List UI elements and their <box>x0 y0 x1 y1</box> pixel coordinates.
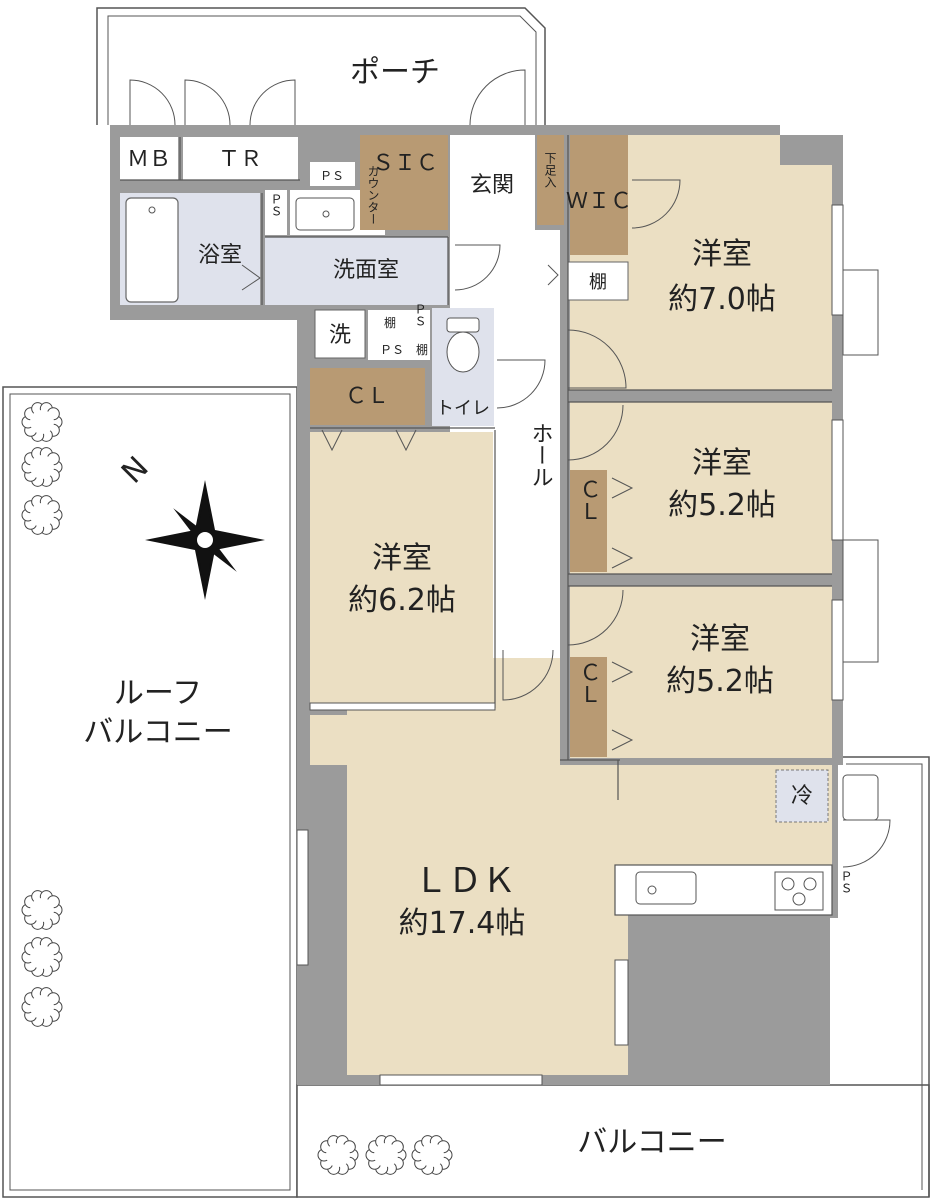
wic-label: ＷＩＣ <box>566 189 632 214</box>
shelf-2-label: 棚 <box>416 342 428 357</box>
room-b-size: 約5.2帖 <box>668 488 776 523</box>
entrance-floor <box>450 135 535 230</box>
fridge-space <box>775 769 829 823</box>
north-arrow <box>145 480 265 600</box>
plant-4 <box>21 890 63 930</box>
washroom-label: 洗面室 <box>333 258 399 283</box>
room-floor-d <box>310 432 493 703</box>
toilet-label: トイレ <box>436 398 490 419</box>
mb-label: ＭＢ <box>127 147 171 172</box>
cl-west-label: ＣＬ <box>345 384 389 409</box>
room-floor-a <box>570 135 832 390</box>
plant-8 <box>365 1135 407 1175</box>
plant-2 <box>21 447 63 487</box>
room-b-name: 洋室 <box>692 446 752 481</box>
porch-label: ポーチ <box>350 55 440 90</box>
plant-5 <box>21 937 63 977</box>
plant-group <box>21 402 453 1175</box>
fridge-label: 冷 <box>791 784 813 809</box>
sic-label: ＳＩＣ <box>372 151 438 176</box>
room-a-size: 約7.0帖 <box>668 282 776 317</box>
windows <box>296 204 879 1086</box>
ps-top-area <box>310 162 355 186</box>
utility-area <box>368 310 430 360</box>
mb-box <box>120 137 178 180</box>
ldk-size: 約17.4帖 <box>399 906 526 941</box>
room-floor-c <box>570 586 832 758</box>
entrance-label: 玄関 <box>470 173 514 198</box>
hall-shelf <box>567 261 629 301</box>
plant-9 <box>411 1135 453 1175</box>
room-c-size: 約5.2帖 <box>666 664 774 699</box>
cl-b-floor <box>570 470 607 572</box>
room-d-size: 約6.2帖 <box>348 583 456 618</box>
shoe-box-label: 下足入 <box>543 152 557 188</box>
fixtures <box>148 197 879 911</box>
laundry-box <box>314 309 366 359</box>
ps-mid-label: ＰＳ <box>413 303 427 327</box>
counter-label: カウンター <box>366 165 380 225</box>
ldk-name: ＬＤＫ <box>414 861 516 901</box>
ldk-floor <box>310 658 832 1075</box>
balcony-label: バルコニー <box>577 1125 726 1160</box>
cl-c-label: ＣＬ <box>576 661 601 705</box>
plant-7 <box>317 1135 359 1175</box>
tr-box <box>183 137 298 180</box>
porch <box>96 7 546 125</box>
bath-label: 浴室 <box>198 243 242 268</box>
cl-west-floor <box>310 368 425 425</box>
room-c-name: 洋室 <box>690 622 750 657</box>
room-floor-b <box>570 402 832 574</box>
room-d-name: 洋室 <box>372 541 432 576</box>
utility-area-2 <box>265 190 287 235</box>
cl-c-floor <box>570 657 607 757</box>
wic-floor <box>570 135 628 255</box>
cl-b-label: ＣＬ <box>576 478 601 522</box>
bathtub <box>125 197 179 303</box>
doors <box>129 69 891 868</box>
hall-label: ホール <box>528 422 553 488</box>
roof-balcony-label-1: ルーフ <box>114 676 202 711</box>
laundry-label: 洗 <box>329 323 351 348</box>
ps-mid-2-label: ＰＳ <box>380 343 404 357</box>
ps-kitchen-label: ＰＳ <box>839 870 853 894</box>
shelf-3-label: 棚 <box>589 272 607 293</box>
plant-1 <box>21 402 63 442</box>
shelf-1-label: 棚 <box>384 315 396 330</box>
shoe-box <box>537 135 564 225</box>
sic-floor <box>360 135 448 230</box>
plant-6 <box>21 987 63 1027</box>
washroom-floor <box>265 237 448 305</box>
ps-top-label: ＰＳ <box>320 169 344 183</box>
room-a-name: 洋室 <box>692 237 752 272</box>
ps-small-label: ＰＳ <box>269 193 283 217</box>
roof-balcony-label-2: バルコニー <box>83 715 232 750</box>
plant-3 <box>21 495 63 535</box>
tr-label: ＴＲ <box>218 147 262 172</box>
